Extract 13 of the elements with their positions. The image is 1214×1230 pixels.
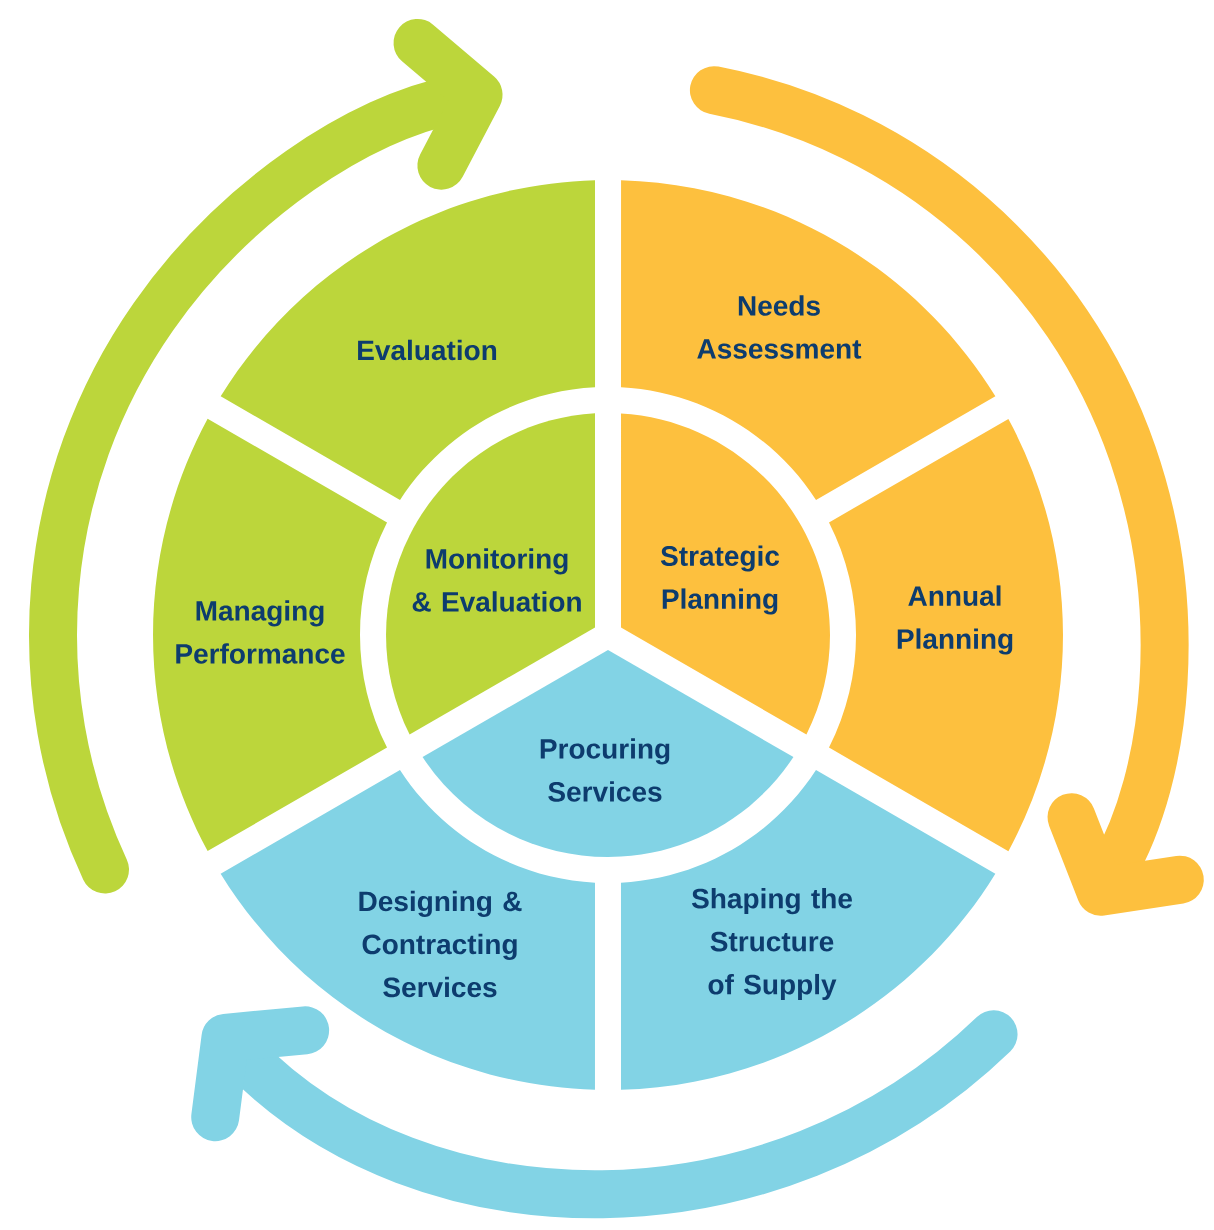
node-label: Evaluation <box>358 339 497 361</box>
sector: Procuring Services <box>422 650 794 857</box>
sector: Annual Planning <box>829 418 1063 852</box>
node-label: Needs Assessment <box>697 295 862 359</box>
sector: Strategic Planning <box>621 413 830 735</box>
sector: Needs Assessment <box>621 180 996 500</box>
node-label: Managing Performance <box>176 600 345 664</box>
node-label: Strategic Planning <box>660 545 780 615</box>
sector: Monitoring & Evaluation <box>386 413 595 735</box>
node-label: Monitoring & Evaluation <box>412 548 581 612</box>
node-label: Annual Planning <box>897 585 1013 655</box>
sector: Managing Performance <box>153 418 388 852</box>
sector: Evaluation <box>220 180 596 500</box>
